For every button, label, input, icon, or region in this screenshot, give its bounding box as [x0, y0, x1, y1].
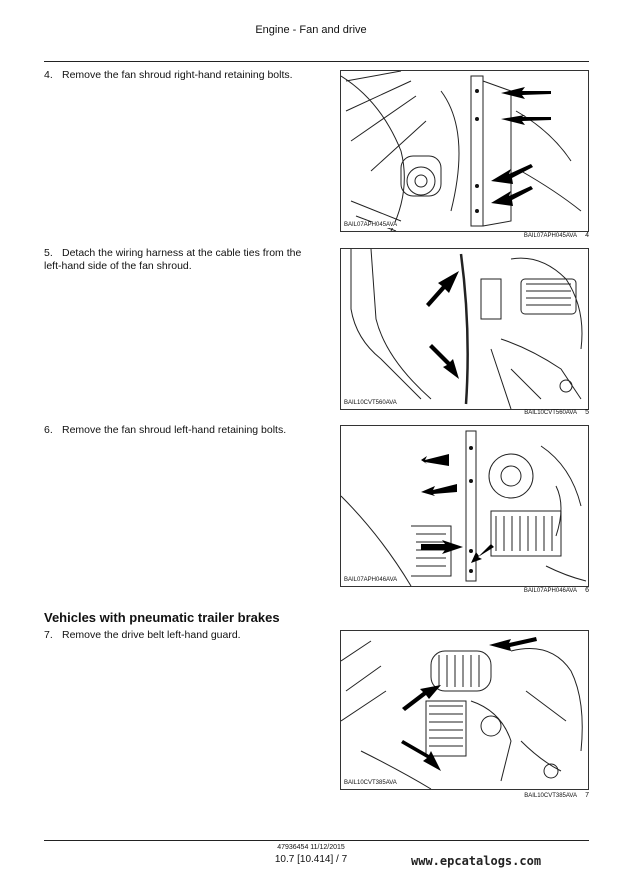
section-title: Vehicles with pneumatic trailer brakes	[44, 610, 280, 625]
step-number: 4.	[44, 69, 53, 81]
step-text: Remove the fan shroud left-hand retainin…	[62, 424, 287, 436]
step-number: 6.	[44, 424, 53, 436]
figure-number: 4	[585, 232, 589, 239]
figure-code: BAIL10CVT385AVA	[524, 793, 577, 799]
figure-5-caption: BAIL10CVT560AVA 5	[340, 409, 589, 416]
arrow-icon	[401, 637, 537, 771]
step-4: 4. Remove the fan shroud right-hand retai…	[44, 69, 293, 82]
engine-drawing-7	[341, 637, 583, 789]
step-6: 6. Remove the fan shroud left-hand retain…	[44, 424, 286, 437]
figure-code: BAIL07APH045AVA	[344, 222, 398, 228]
figure-code: BAIL10CVT385AVA	[344, 780, 397, 786]
page-header: Engine - Fan and drive	[255, 24, 367, 36]
footer-rule	[44, 840, 589, 841]
step-number: 5.	[44, 247, 53, 259]
figure-4-illustration: BAIL07APH045AVA	[340, 70, 589, 232]
step-number: 7.	[44, 629, 53, 641]
step-text: Remove the drive belt left-hand guard.	[62, 629, 241, 641]
arrow-icon	[426, 271, 459, 379]
figure-code: BAIL10CVT560AVA	[524, 410, 577, 416]
figure-5-illustration: BAIL10CVT560AVA	[340, 248, 589, 410]
figure-4-caption: BAIL07APH045AVA 4	[340, 232, 589, 239]
figure-6-caption: BAIL07APH046AVA 6	[340, 587, 589, 594]
header-rule	[44, 61, 589, 62]
figure-number: 7	[585, 792, 589, 799]
engine-drawing-6	[341, 430, 587, 586]
step-7: 7. Remove the drive belt left-hand guard.	[44, 629, 241, 642]
figure-code: BAIL07APH045AVA	[523, 233, 577, 239]
figure-7-caption: BAIL10CVT385AVA 7	[340, 792, 589, 799]
step-text: Remove the fan shroud right-hand retaini…	[62, 69, 293, 81]
engine-drawing-4	[341, 71, 582, 231]
figure-code: BAIL10CVT560AVA	[344, 400, 397, 406]
footer-document-id: 47936454 11/12/2015	[277, 844, 345, 851]
figure-number: 5	[585, 409, 589, 416]
step-text: Detach the wiring harness at the cable t…	[44, 247, 302, 272]
figure-6-illustration: BAIL07APH046AVA	[340, 425, 589, 587]
watermark: www.epcatalogs.com	[411, 854, 542, 868]
arrow-icon	[421, 454, 494, 563]
figure-7-illustration: BAIL10CVT385AVA	[340, 630, 589, 790]
footer-page-number: 10.7 [10.414] / 7	[274, 854, 348, 865]
step-5: 5.Detach the wiring harness at the cable…	[44, 247, 320, 273]
engine-drawing-5	[350, 249, 583, 409]
arrow-icon	[491, 87, 551, 206]
figure-code: BAIL07APH046AVA	[344, 577, 398, 583]
figure-number: 6	[585, 587, 589, 594]
figure-code: BAIL07APH046AVA	[523, 588, 577, 594]
